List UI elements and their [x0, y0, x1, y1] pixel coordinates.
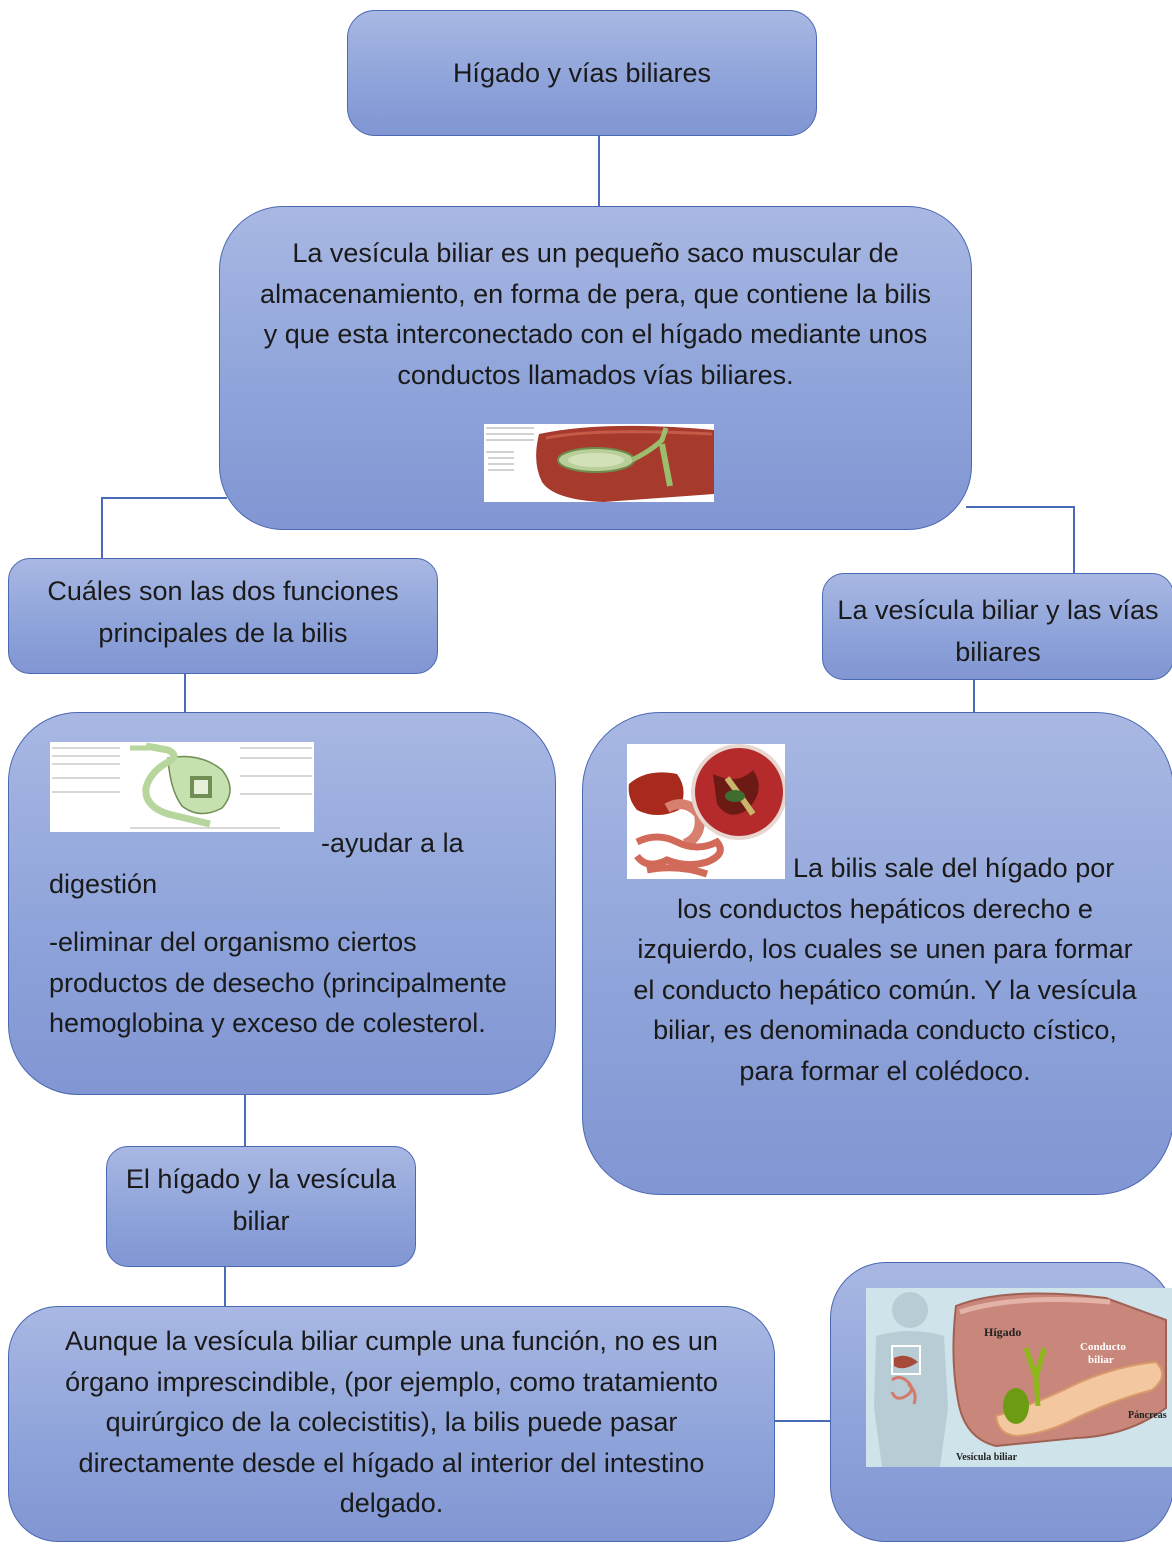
connector-left-horizontal	[101, 497, 227, 499]
bilis-text-first-line: La bilis sale del hígado por	[793, 853, 1115, 883]
label-pancreas: Páncreas	[1128, 1410, 1167, 1421]
connector-right-vertical	[1073, 506, 1075, 573]
funcion-2-text: -eliminar del organismo ciertos producto…	[49, 927, 507, 1038]
vias-title: La vesícula biliar y las vías biliares	[837, 595, 1159, 667]
connector-higado-to-aunque	[224, 1267, 226, 1306]
label-conducto: Conducto	[1080, 1341, 1126, 1353]
bilis-text-rest: los conductos hepáticos derecho e izquie…	[633, 893, 1137, 1086]
biliary-duct-diagram-image	[50, 742, 314, 832]
vesicula-prescindible-node: Aunque la vesícula biliar cumple una fun…	[8, 1306, 775, 1542]
concept-map-root-node: Hígado y vías biliares	[347, 10, 817, 136]
higado-vesicula-title: El hígado y la vesícula biliar	[125, 1164, 397, 1236]
funciones-bilis-node: Cuáles son las dos funciones principales…	[8, 558, 438, 674]
digestive-organs-illustration	[628, 744, 785, 878]
funciones-title: Cuáles son las dos funciones principales…	[47, 576, 399, 648]
vias-biliares-node: La vesícula biliar y las vías biliares	[822, 573, 1172, 680]
connector-root-to-vesicula	[598, 136, 600, 206]
label-higado: Hígado	[984, 1325, 1021, 1339]
biliary-duct-illustration	[52, 742, 312, 829]
digestive-organs-image	[627, 744, 785, 879]
connector-left-vertical	[101, 497, 103, 558]
vesicula-definition-text: La vesícula biliar es un pequeño saco mu…	[260, 238, 931, 390]
gallbladder-liver-illustration	[486, 425, 714, 502]
aunque-text: Aunque la vesícula biliar cumple una fun…	[65, 1326, 718, 1518]
connector-right-horizontal	[966, 506, 1074, 508]
connector-funciones-to-detail	[184, 674, 186, 712]
connector-vias-to-bilis	[973, 680, 975, 712]
root-title: Hígado y vías biliares	[452, 57, 712, 88]
gallbladder-anatomy-image	[484, 424, 714, 502]
connector-detail-to-higado	[244, 1095, 246, 1146]
funcion-1-part-a: -ayudar a la	[321, 828, 464, 858]
connector-aunque-to-image	[775, 1420, 832, 1422]
vesicula-definition-node: La vesícula biliar es un pequeño saco mu…	[219, 206, 972, 530]
label-vesicula: Vesícula biliar	[956, 1452, 1018, 1463]
funcion-1-part-b: digestión	[49, 868, 158, 899]
liver-pancreas-illustration: Hígado Conducto biliar Páncreas Vesícula…	[874, 1292, 1167, 1467]
liver-pancreas-image: Hígado Conducto biliar Páncreas Vesícula…	[866, 1288, 1172, 1467]
higado-vesicula-node: El hígado y la vesícula biliar	[106, 1146, 416, 1267]
label-biliar: biliar	[1088, 1354, 1114, 1366]
